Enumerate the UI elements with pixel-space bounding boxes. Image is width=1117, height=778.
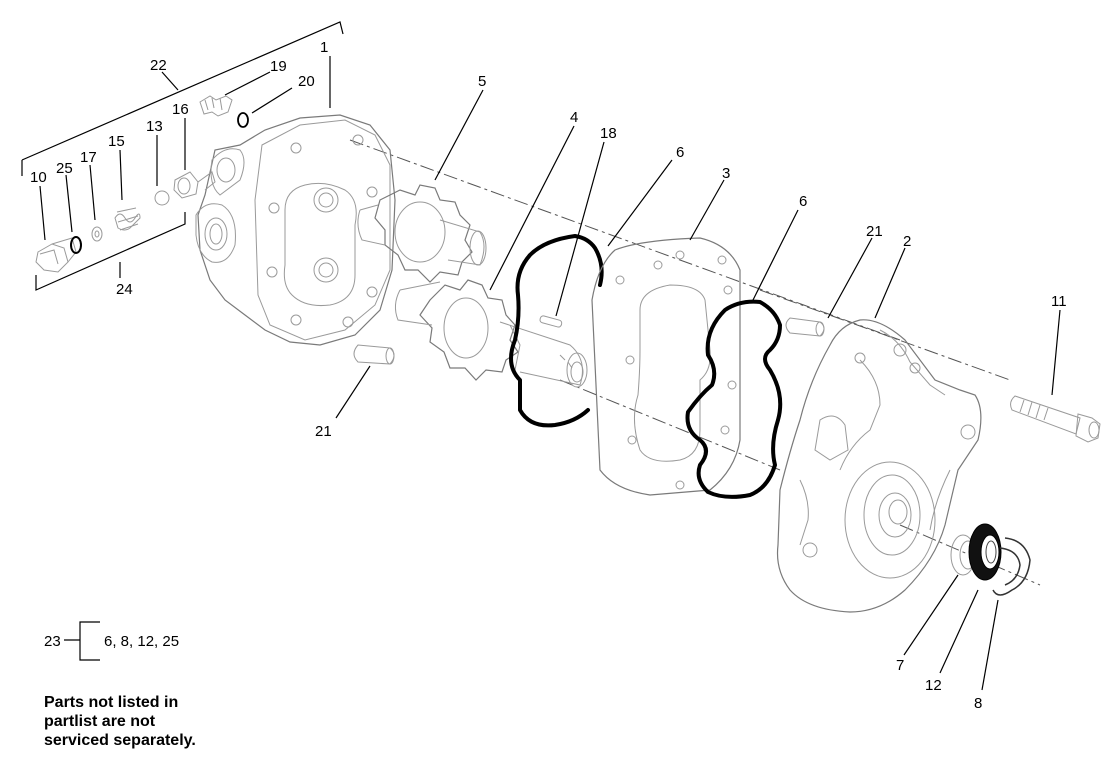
callout-12: 12: [925, 677, 942, 694]
callout-20: 20: [298, 73, 315, 90]
callout-25: 25: [56, 160, 73, 177]
footnote-line-1: Parts not listed in: [44, 694, 179, 711]
kit-contents: 6, 8, 12, 25: [104, 633, 179, 650]
callout-24: 24: [116, 281, 133, 298]
footnote: Parts not listed in partlist are not ser…: [44, 693, 264, 750]
footnote-line-3: serviced separately.: [44, 732, 196, 749]
group-bracket: [21, 21, 344, 291]
callout-6-right: 6: [799, 193, 807, 210]
kit-bracket: [64, 621, 100, 661]
gear-housing: [591, 237, 741, 496]
callout-21-left: 21: [315, 423, 332, 440]
callout-13: 13: [146, 118, 163, 135]
cap-screw: [1010, 395, 1101, 443]
drive-gear-shaft: [394, 279, 588, 388]
footnote-line-2: partlist are not: [44, 713, 156, 730]
callout-1: 1: [320, 39, 328, 56]
leader-lines: [39, 56, 1061, 691]
key: [539, 315, 563, 328]
relief-valve-parts: [35, 171, 216, 273]
shaft-seal: [968, 523, 1002, 581]
callout-11: 11: [1051, 293, 1067, 310]
callout-5: 5: [478, 73, 486, 90]
callout-15: 15: [108, 133, 125, 150]
callout-18: 18: [600, 125, 617, 142]
callout-2: 2: [903, 233, 911, 250]
callout-3: 3: [722, 165, 730, 182]
callout-6-left: 6: [676, 144, 684, 161]
callout-22: 22: [150, 57, 167, 74]
center-lines: [349, 139, 1041, 586]
gasket-right: [685, 299, 783, 499]
callout-labels: 1 2 3 4 5 6 6 7 8 10 11 12 13 15 16 17 1…: [30, 39, 1067, 712]
retaining-ring: [992, 537, 1031, 596]
callout-19: 19: [270, 58, 287, 75]
callout-4: 4: [570, 109, 578, 126]
kit-number: 23: [44, 633, 61, 650]
dowel-pin-left: [353, 344, 395, 365]
callout-7: 7: [896, 657, 904, 674]
callout-21-right: 21: [866, 223, 883, 240]
callout-10: 10: [30, 169, 47, 186]
callout-8: 8: [974, 695, 982, 712]
callout-16: 16: [172, 101, 189, 118]
end-cover: [776, 319, 982, 613]
dowel-pin-right: [785, 317, 825, 337]
driven-gear: [357, 184, 487, 283]
callout-17: 17: [80, 149, 97, 166]
gasket-left: [509, 234, 604, 428]
fitting-parts: [199, 95, 249, 128]
pump-body: [195, 114, 396, 346]
